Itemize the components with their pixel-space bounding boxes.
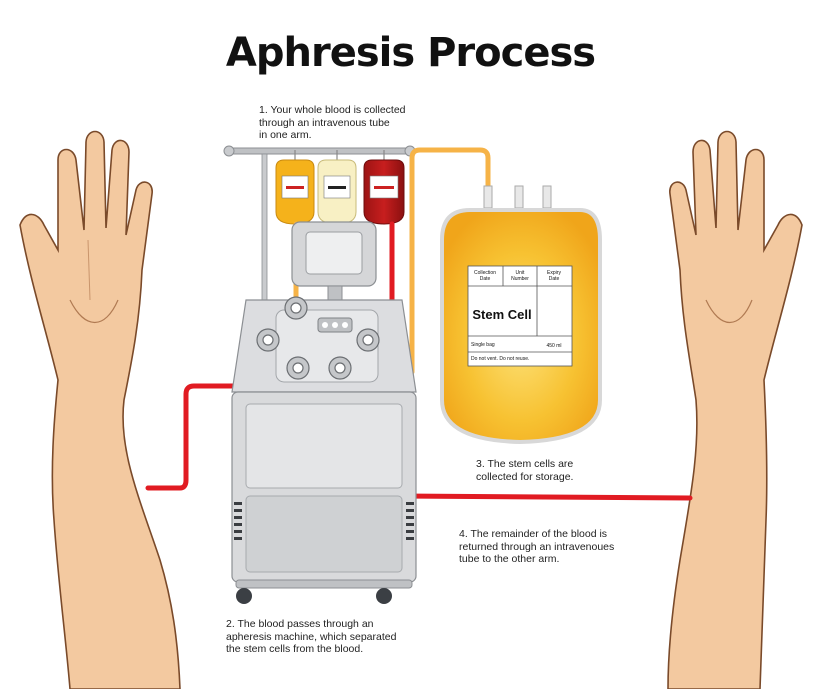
step-2-text: 2. The blood passes through an apheresis… xyxy=(226,618,397,655)
red-cell-bag xyxy=(363,150,405,225)
bag-warning: Do not vent. Do not reuse. xyxy=(471,356,529,362)
apheresis-machine xyxy=(231,221,417,604)
step-3-text: 3. The stem cells are collected for stor… xyxy=(476,458,574,483)
stem-cell-label: Stem Cell xyxy=(472,307,531,322)
right-arm xyxy=(667,130,803,689)
left-arm xyxy=(19,130,181,689)
single-bag-label: Single bag xyxy=(471,342,495,348)
plasma-bag xyxy=(275,150,315,225)
bag-volume: 450 ml xyxy=(546,343,561,349)
machine-buttons xyxy=(317,317,353,333)
step-4-text: 4. The remainder of the blood is returne… xyxy=(459,528,615,565)
machine-vents xyxy=(234,502,414,540)
step-1-text: 1. Your whole blood is collected through… xyxy=(259,104,406,141)
platelet-bag xyxy=(317,150,357,225)
machine-dials xyxy=(256,296,380,380)
page-title: Aphresis Process xyxy=(225,30,596,76)
tubing xyxy=(145,147,693,501)
